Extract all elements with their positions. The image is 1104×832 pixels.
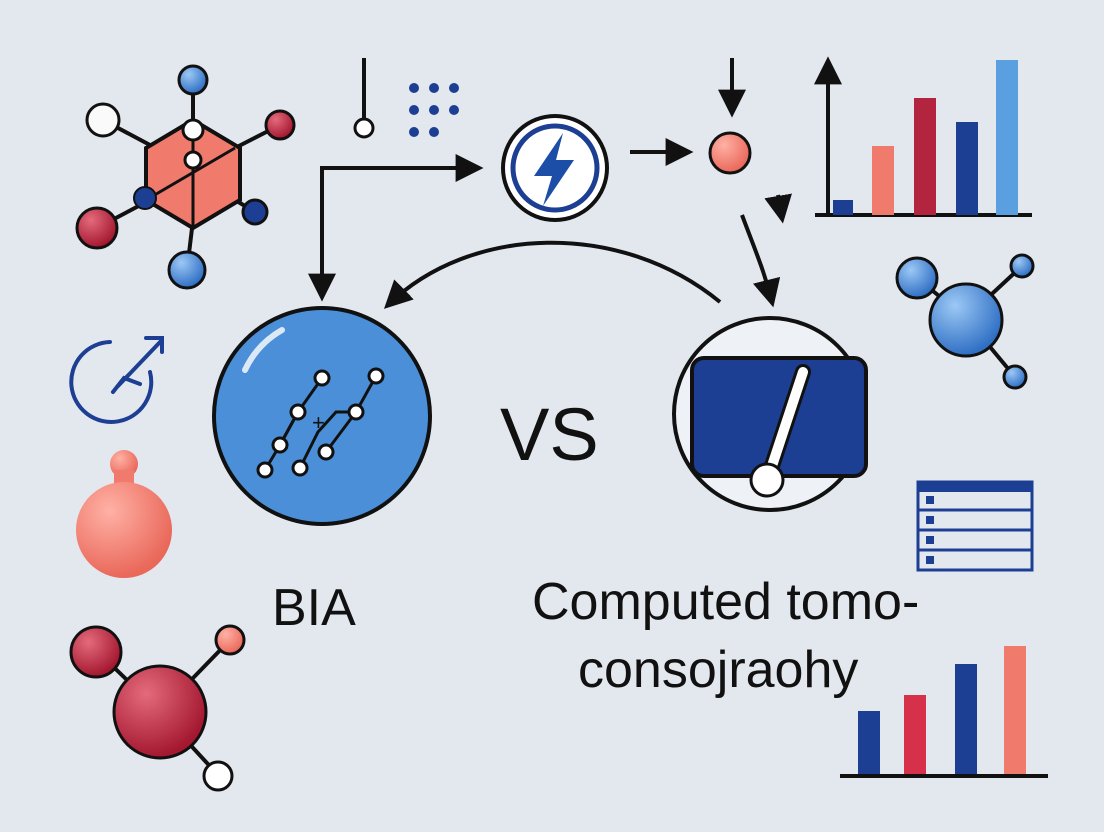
lightning-icon <box>501 114 609 222</box>
dot-grid-icon <box>409 83 459 137</box>
pin-icon <box>353 58 375 139</box>
bia-label: BIA <box>272 579 356 637</box>
ct-label-line2: consojraohy <box>578 641 859 699</box>
versus-label: VS <box>500 393 599 476</box>
flask-icon <box>76 450 172 578</box>
coral-node-icon <box>708 131 752 175</box>
refresh-arrow-icon <box>69 336 164 424</box>
molecule-hexagon-icon <box>75 64 296 290</box>
bar-chart-bottom-icon <box>840 646 1048 778</box>
svg-text:+: + <box>312 410 325 435</box>
bar-chart-icon <box>814 56 1032 217</box>
gauge-icon <box>672 316 868 512</box>
network-graph-icon: + <box>212 306 432 526</box>
ct-label-line1: Computed tomo- <box>532 573 920 631</box>
molecule-blue-icon <box>895 253 1035 390</box>
molecule-red-icon <box>69 624 246 792</box>
list-panel-icon <box>916 480 1034 572</box>
flow-arrows <box>308 58 792 309</box>
